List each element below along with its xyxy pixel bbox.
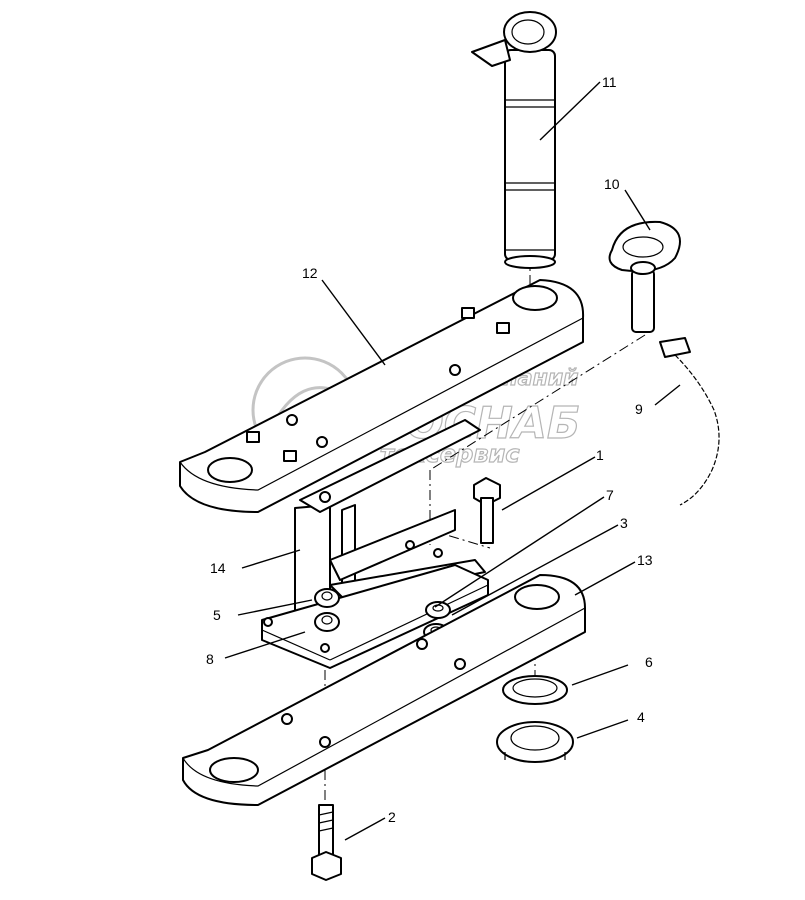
callout-5: 5 — [213, 607, 221, 623]
callout-14: 14 — [210, 560, 226, 576]
upper-link-bar-part-12 — [179, 279, 585, 513]
washer-part-6 — [502, 675, 568, 705]
bolt-part-1 — [473, 477, 501, 544]
callout-1: 1 — [596, 447, 604, 463]
callout-11: 11 — [602, 74, 617, 90]
nuts-part-5 — [314, 588, 340, 632]
callout-8: 8 — [206, 651, 214, 667]
callout-7: 7 — [606, 487, 614, 503]
chain-part-9 — [659, 337, 720, 506]
callout-12: 12 — [302, 265, 318, 281]
callout-10: 10 — [604, 176, 620, 192]
callout-6: 6 — [645, 654, 653, 670]
bolt-part-2 — [311, 804, 342, 881]
lower-link-bar-part-13 — [182, 574, 586, 806]
callout-2: 2 — [388, 809, 396, 825]
lock-pin-part-10 — [608, 220, 681, 333]
callout-13: 13 — [637, 552, 653, 568]
slotted-nut-part-4 — [496, 721, 574, 763]
pin-part-11 — [471, 11, 557, 269]
callout-3: 3 — [620, 515, 628, 531]
leader-lines — [224, 81, 681, 841]
callout-labels: 11 10 12 1 7 3 13 14 5 8 9 6 4 2 — [206, 74, 653, 825]
callout-9: 9 — [635, 401, 643, 417]
callout-4: 4 — [637, 709, 645, 725]
